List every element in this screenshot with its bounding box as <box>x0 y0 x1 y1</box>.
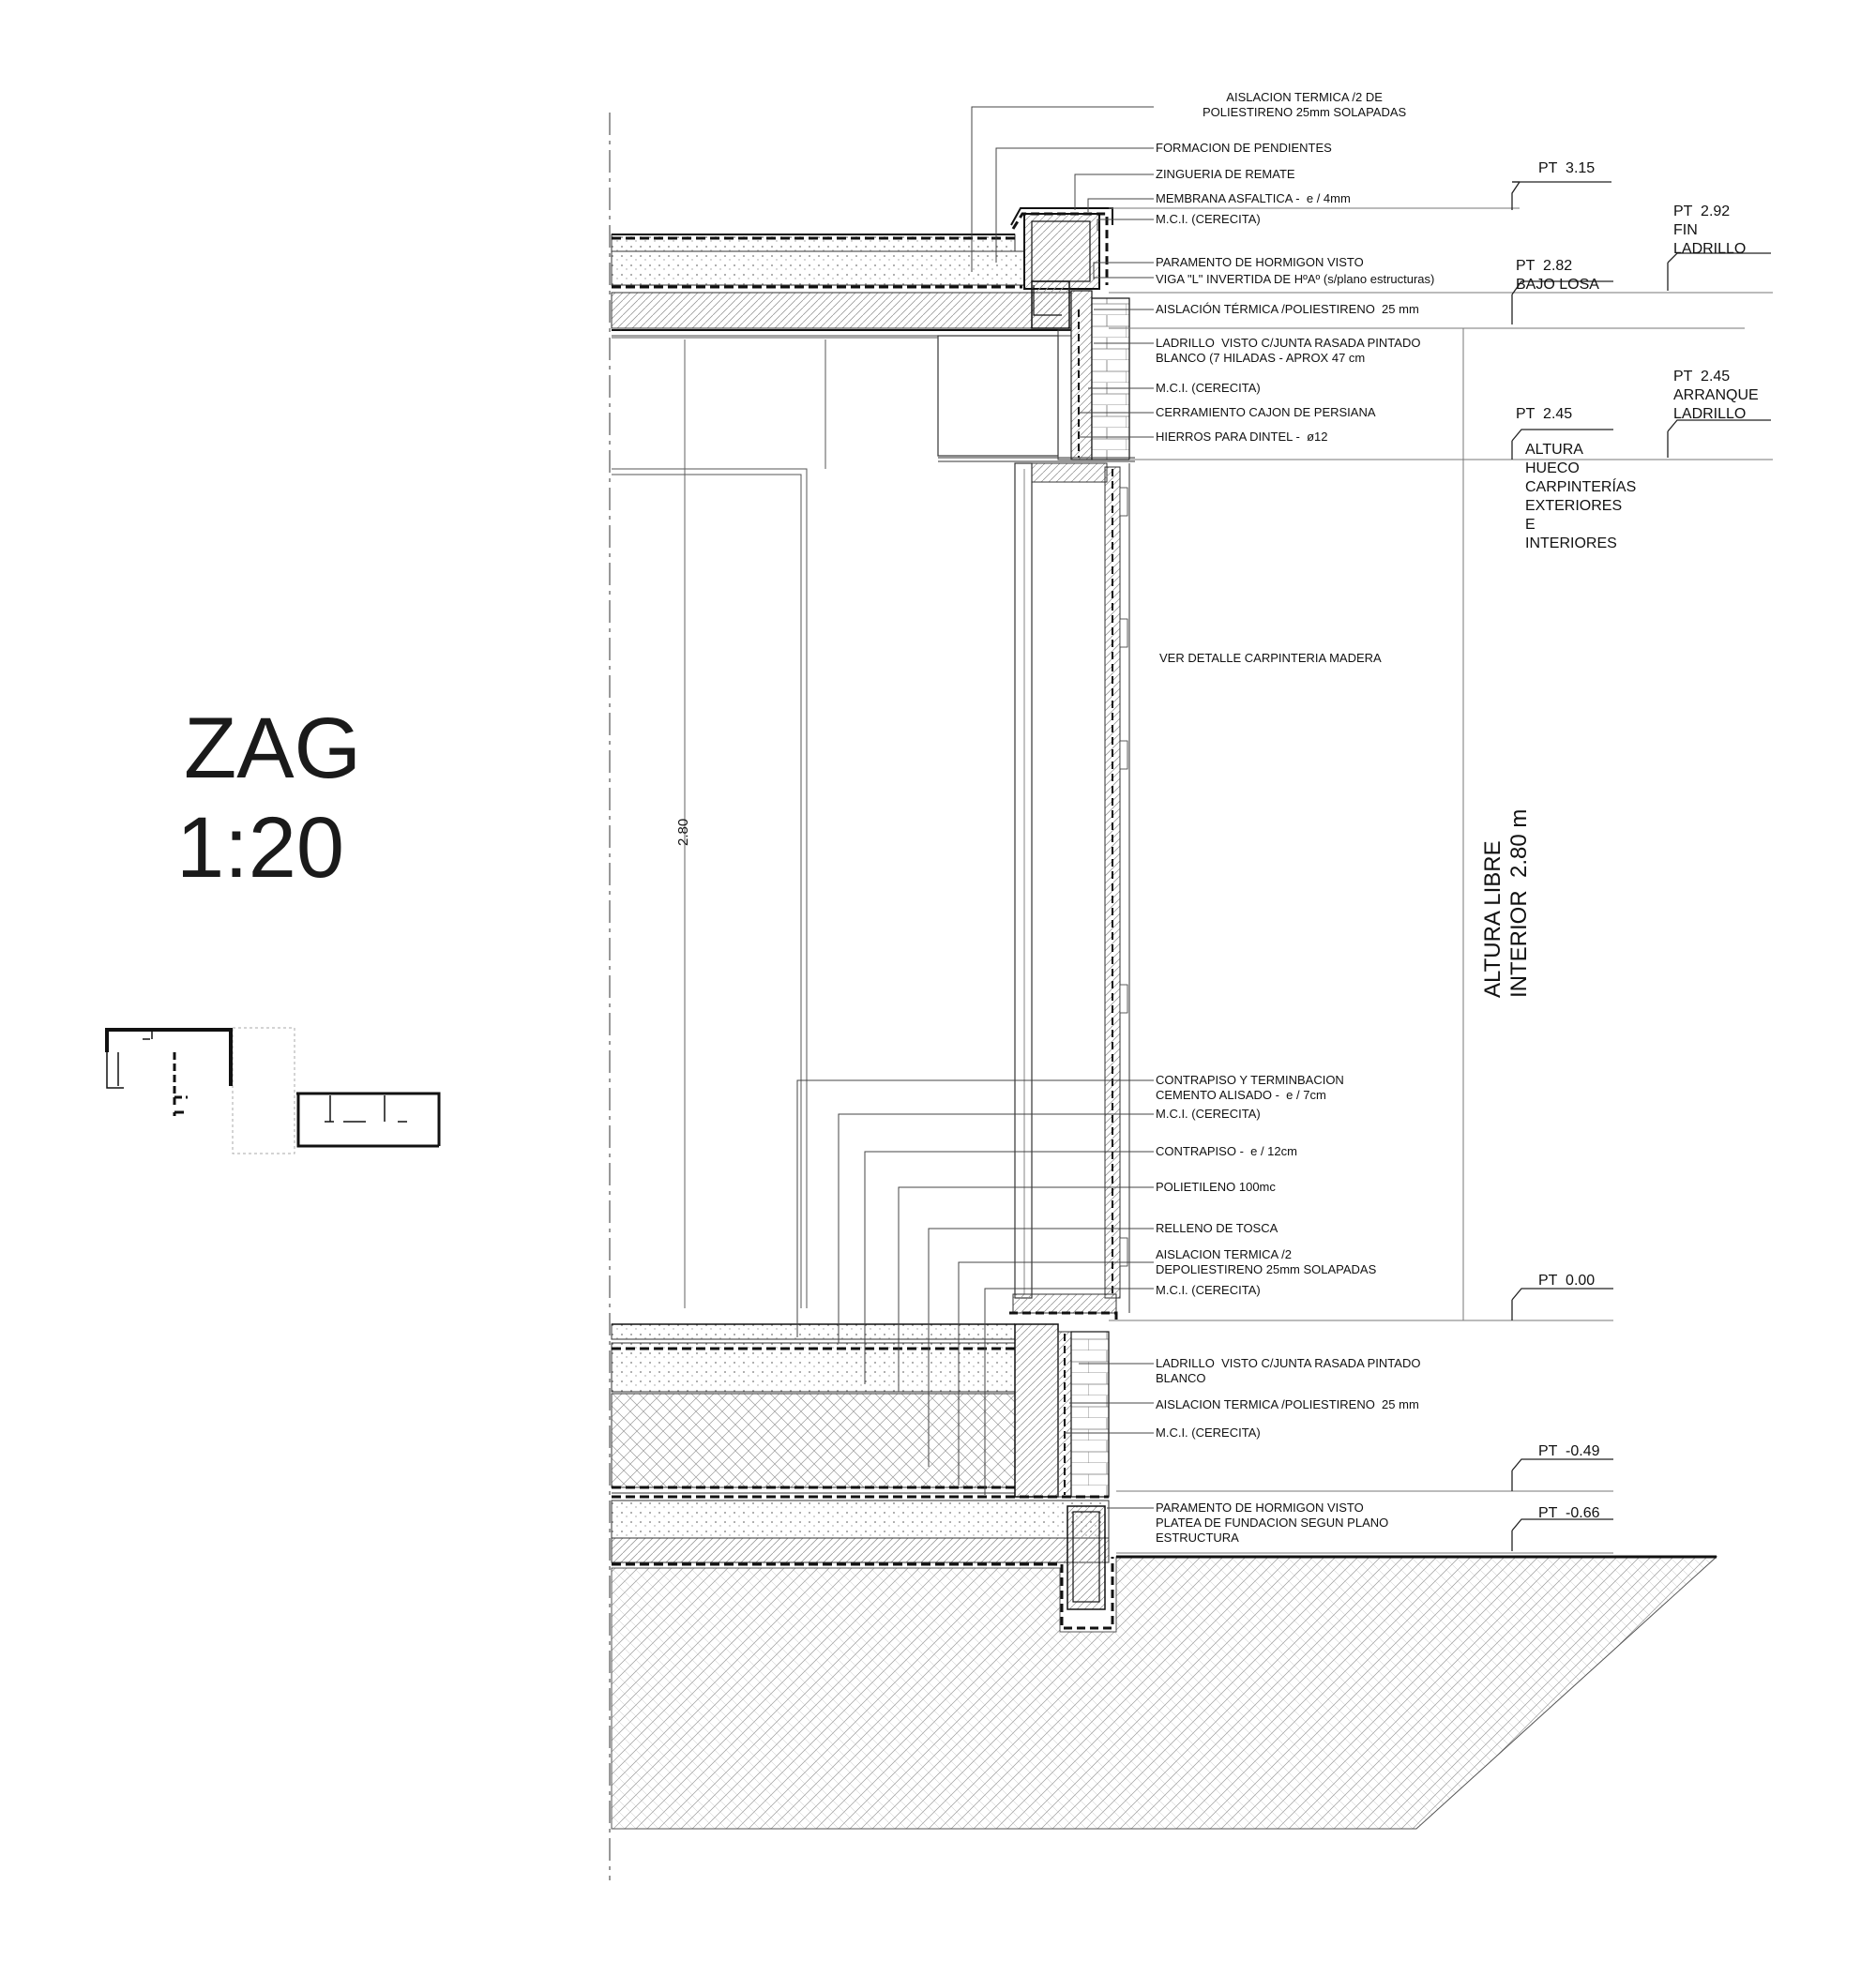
dimension-280: 2.80 <box>675 818 691 846</box>
level-pt-245: PT 2.45 <box>1516 406 1573 422</box>
note-mci-roof: M.C.I. (CERECITA) <box>1156 212 1261 226</box>
level-pt-282: PT 2.82 BAJO LOSA <box>1516 258 1599 293</box>
note-aislacion-termica-roof: AISLACION TERMICA /2 DE POLIESTIRENO 25m… <box>1203 90 1407 119</box>
note-viga-l: VIGA "L" INVERTIDA DE HºAº (s/plano estr… <box>1156 272 1435 286</box>
note-zingueria: ZINGUERIA DE REMATE <box>1156 167 1295 181</box>
note-ladrillo-visto-upper: LADRILLO VISTO C/JUNTA RASADA PINTADO BL… <box>1156 336 1421 365</box>
note-formacion-pendientes: FORMACION DE PENDIENTES <box>1156 141 1332 155</box>
note-ladrillo-visto-lower: LADRILLO VISTO C/JUNTA RASADA PINTADO BL… <box>1156 1356 1421 1385</box>
level-pt-245-arranque: PT 2.45 ARRANQUE LADRILLO <box>1673 369 1759 422</box>
level-pt-066: PT -0.66 <box>1538 1505 1600 1521</box>
level-altura-hueco: ALTURA HUECO CARPINTERÍAS EXTERIORES E I… <box>1525 442 1637 551</box>
leader-lines <box>796 106 1154 1509</box>
note-contrapiso-terminacion: CONTRAPISO Y TERMINBACION CEMENTO ALISAD… <box>1156 1073 1344 1102</box>
upper-wall-lintel <box>937 290 1135 462</box>
window-carpentry <box>1014 462 1130 1313</box>
interior-lines <box>612 337 938 1308</box>
note-polietileno: POLIETILENO 100mc <box>1156 1180 1276 1194</box>
note-aislacion-termica-floor: AISLACION TERMICA /2 DEPOLIESTIRENO 25mm… <box>1156 1247 1377 1276</box>
level-markers <box>1511 181 1771 1551</box>
note-mci-upper: M.C.I. (CERECITA) <box>1156 381 1261 395</box>
clear-height-label: ALTURA LIBRE INTERIOR 2.80 m <box>1480 808 1532 998</box>
foundation-slab <box>611 1495 1114 1630</box>
note-mci-floor-2: M.C.I. (CERECITA) <box>1156 1283 1261 1297</box>
level-pt-315: PT 3.15 <box>1538 160 1596 176</box>
floor-assembly <box>611 1293 1118 1498</box>
note-relleno-tosca: RELLENO DE TOSCA <box>1156 1221 1278 1235</box>
drawing-scale: 1:20 <box>176 800 345 896</box>
note-mci-lower: M.C.I. (CERECITA) <box>1156 1425 1261 1440</box>
note-aislacion-25mm-lower: AISLACION TERMICA /POLIESTIRENO 25 mm <box>1156 1397 1419 1411</box>
note-mci-floor: M.C.I. (CERECITA) <box>1156 1107 1261 1121</box>
level-pt-292: PT 2.92 FIN LADRILLO <box>1673 204 1747 257</box>
note-aislacion-25mm-upper: AISLACIÓN TÉRMICA /POLIESTIRENO 25 mm <box>1156 302 1419 316</box>
level-lines <box>1109 207 1773 1554</box>
level-pt-049: PT -0.49 <box>1538 1443 1600 1459</box>
key-plan <box>105 1027 441 1154</box>
drawing-title: ZAG <box>184 701 362 796</box>
note-paramento-hormigon-roof: PARAMENTO DE HORMIGON VISTO <box>1156 255 1364 269</box>
earth-fill <box>611 1556 1718 1830</box>
note-cajon-persiana: CERRAMIENTO CAJON DE PERSIANA <box>1156 405 1376 419</box>
note-paramento-platea: PARAMENTO DE HORMIGON VISTO PLATEA DE FU… <box>1156 1501 1389 1545</box>
note-contrapiso-12cm: CONTRAPISO - e / 12cm <box>1156 1144 1297 1158</box>
note-membrana: MEMBRANA ASFALTICA - e / 4mm <box>1156 191 1351 205</box>
level-pt-000: PT 0.00 <box>1538 1273 1596 1289</box>
note-hierros-dintel: HIERROS PARA DINTEL - ø12 <box>1156 430 1328 444</box>
note-ver-detalle-carpinteria: VER DETALLE CARPINTERIA MADERA <box>1159 651 1382 665</box>
roof-assembly <box>611 207 1113 337</box>
